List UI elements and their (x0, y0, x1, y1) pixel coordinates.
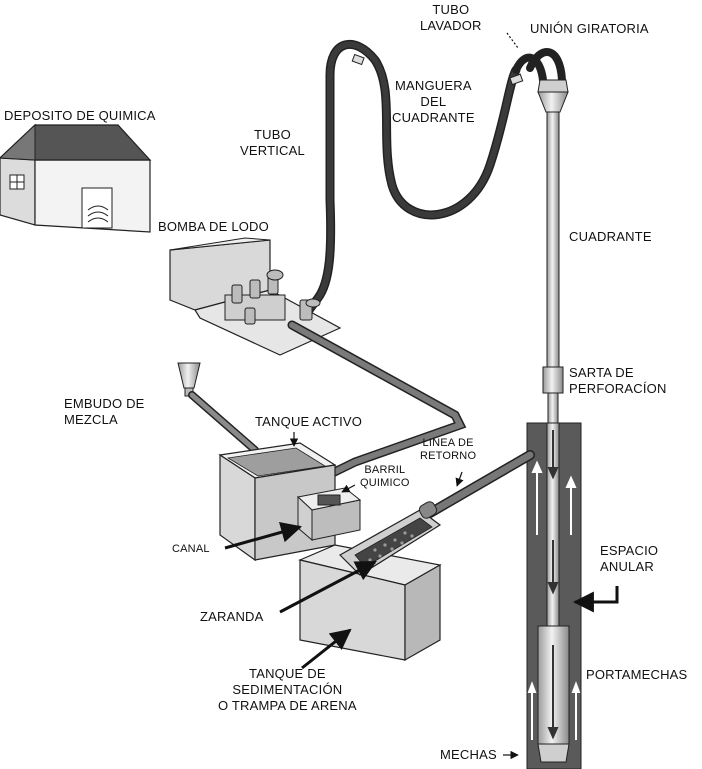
pointer-arrows (224, 32, 619, 760)
label-line: SARTA DE (569, 365, 634, 380)
label-tanque-de-sedimentacion: TANQUE DE SEDIMENTACIÓN O TRAMPA DE AREN… (218, 666, 357, 714)
label-line: EMBUDO DE (64, 396, 145, 411)
label-line: ANULAR (600, 559, 654, 574)
label-line: SEDIMENTACIÓN (232, 682, 343, 697)
label-tubo-vertical: TUBO VERTICAL (240, 127, 305, 159)
label-line: VERTICAL (240, 143, 305, 158)
label-union-giratoria: UNIÓN GIRATORIA (530, 21, 649, 36)
label-barril-quimico: BARRIL QUIMICO (360, 464, 410, 490)
swivel-kelly-drillstring (537, 79, 569, 424)
label-espacio-anular: ESPACIO ANULAR (600, 543, 658, 575)
tanks (218, 442, 442, 662)
label-canal: CANAL (172, 543, 210, 555)
label-line: TANQUE DE (249, 666, 326, 681)
label-deposito-de-quimica: DEPOSITO DE QUIMICA (4, 108, 156, 123)
mixing-funnel (177, 362, 259, 454)
label-cuadrante: CUADRANTE (569, 229, 652, 244)
label-tanque-activo: TANQUE ACTIVO (255, 414, 363, 429)
label-manguera-del-cuadrante: MANGUERA DEL CUADRANTE (392, 78, 475, 126)
label-line: QUIMICO (360, 477, 410, 489)
chemical-depot-house (0, 123, 152, 233)
label-zaranda: ZARANDA (200, 609, 264, 624)
label-line: LINEA DE (422, 437, 474, 449)
label-portamechas: PORTAMECHAS (586, 667, 688, 682)
standpipe-and-kelly-hose (293, 39, 566, 330)
label-line: LAVADOR (420, 18, 482, 33)
label-line: BARRIL (364, 464, 406, 476)
label-line: ESPACIO (600, 543, 659, 558)
label-line: RETORNO (420, 450, 477, 462)
label-line: CUADRANTE (392, 110, 475, 125)
label-bomba-de-lodo: BOMBA DE LODO (158, 219, 269, 234)
label-line: PERFORACÍON (569, 381, 667, 396)
label-mechas: MECHAS (440, 747, 497, 762)
label-sarta-de-perforacion: SARTA DE PERFORACÍON (569, 365, 667, 397)
label-linea-de-retorno: LINEA DE RETORNO (420, 437, 476, 463)
label-embudo-de-mezcla: EMBUDO DE MEZCLA (64, 396, 145, 428)
well-bore (526, 422, 582, 769)
label-line: MANGUERA (394, 78, 472, 93)
mud-pump (169, 237, 342, 356)
label-line: TUBO (254, 127, 291, 142)
label-line: O TRAMPA DE ARENA (218, 698, 357, 713)
label-tubo-lavador: TUBO LAVADOR (420, 2, 482, 34)
label-line: MEZCLA (64, 412, 118, 427)
return-line (425, 450, 535, 518)
suction-line (287, 320, 467, 490)
label-line: TUBO (432, 2, 470, 17)
label-line: DEL (420, 94, 447, 109)
